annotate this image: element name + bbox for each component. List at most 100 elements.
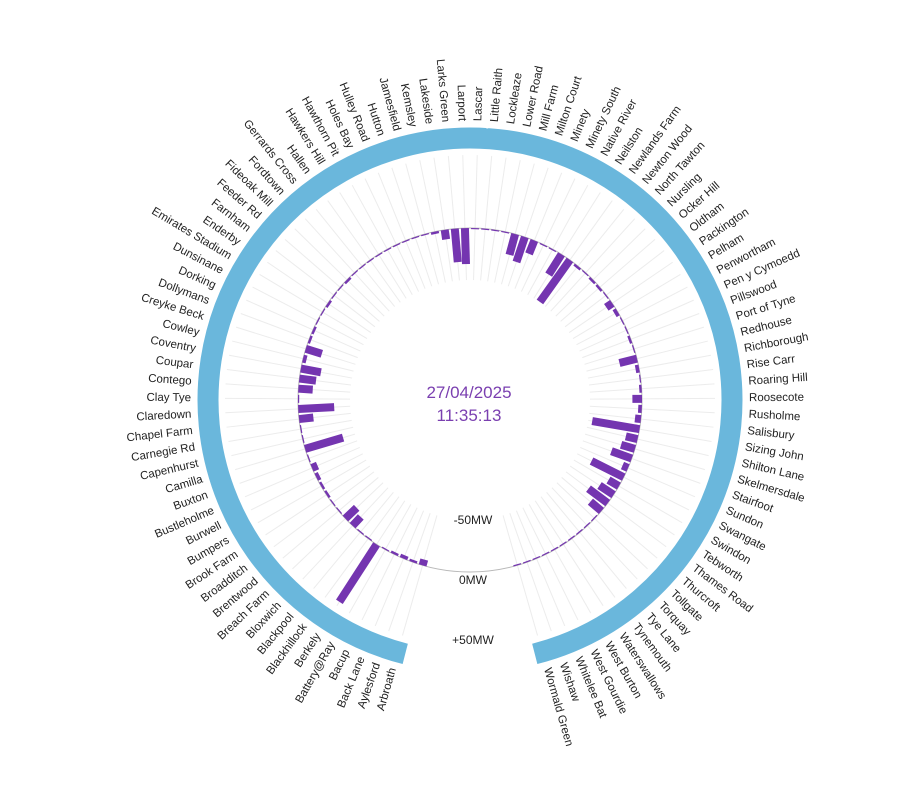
gridline-wormald-green: [502, 515, 539, 636]
scale-label-zero: 0MW: [459, 573, 488, 587]
bar-dorking: [311, 326, 317, 335]
gridline-aylesford: [388, 513, 431, 632]
bar-bloxwich: [349, 514, 364, 529]
gridline-battery-ray: [348, 504, 412, 614]
gridline-lakeside: [433, 157, 453, 282]
site-label-rise-carr: Rise Carr: [746, 353, 796, 371]
site-label-lockleaze: Lockleaze: [505, 72, 524, 125]
gridline-tollgate: [556, 482, 648, 570]
bar-enderby: [325, 299, 332, 308]
gridline-fordtown: [304, 218, 390, 312]
bar-coupar: [298, 374, 317, 385]
site-label-chapel-farm: Chapel Farm: [126, 425, 193, 444]
gridline-north-tawton: [550, 218, 636, 312]
bar-breach-farm: [342, 504, 360, 522]
bar-ocker-hill: [595, 284, 603, 292]
gridline-neilston: [533, 192, 601, 299]
bar-larport: [460, 227, 470, 265]
bar-camilla: [303, 433, 345, 453]
bar-bumpers: [319, 481, 326, 490]
bar-mill-farm: [505, 232, 520, 256]
bar-waterswallows: [559, 541, 567, 547]
battery-band-label: Battery: [454, 115, 492, 129]
bar-back-lane: [399, 553, 409, 561]
bar-blackhillock: [364, 535, 373, 542]
gridline-thurcroft: [561, 477, 658, 559]
gridline-kemsley: [419, 160, 446, 283]
bar-contego: [298, 384, 314, 394]
gridline-packington: [568, 261, 673, 333]
gridline-hallen: [327, 200, 401, 303]
bar-brook-farm: [324, 490, 331, 499]
bar-tynemouth: [567, 535, 576, 542]
bar-thurcroft: [587, 498, 604, 515]
gridline-carnegie-rd: [228, 419, 352, 442]
bar-native-river: [548, 247, 557, 253]
site-label-salisbury: Salisbury: [747, 425, 796, 442]
gridline-hulley-road: [377, 172, 426, 289]
site-label-roaring-hill: Roaring Hill: [748, 372, 808, 388]
bar-penwortham: [619, 317, 625, 325]
gridline-mill-farm: [501, 163, 535, 285]
gridline-native-river: [527, 184, 589, 296]
gridline-newton-wood: [544, 208, 625, 307]
bar-hawkers-hill: [375, 252, 383, 258]
bar-larks-green: [450, 228, 462, 263]
bar-redhouse: [618, 354, 638, 367]
gridline-broadditch: [273, 471, 375, 548]
bar-fordtown: [351, 270, 359, 277]
gridline-tynemouth: [540, 496, 616, 598]
site-label-cowley: Cowley: [161, 318, 201, 339]
bar-battery-ray: [381, 546, 390, 552]
gridline-enderby: [267, 261, 372, 333]
bar-tollgate: [590, 514, 598, 522]
gridline-ocker-hill: [560, 238, 656, 322]
bar-nursling: [588, 276, 596, 285]
bar-swangate: [589, 457, 626, 481]
gridline-lascar: [473, 155, 478, 281]
bar-west-burton: [550, 546, 559, 552]
gridline-dollymans: [240, 313, 358, 359]
site-label-contego: Contego: [148, 373, 192, 388]
bar-newton-wood: [573, 263, 582, 271]
gridline-minety-south: [520, 178, 576, 292]
gridline-breach-farm: [292, 482, 384, 570]
gridline-jamesfield: [405, 163, 439, 285]
bar-broadditch: [329, 499, 336, 507]
center-date: 27/04/2025: [426, 383, 511, 402]
bar-holes-bay: [392, 242, 401, 248]
bar-minety: [525, 239, 539, 256]
gridline-rise-carr: [589, 368, 714, 386]
gridline-brentwood: [282, 477, 379, 559]
bar-bustleholme: [310, 461, 320, 472]
gridline-bumpers: [257, 459, 367, 524]
gridline-west-burton: [528, 504, 592, 614]
bar-hallen: [366, 257, 375, 264]
bar-lakeside: [440, 229, 451, 240]
gridline-waterswallows: [534, 500, 604, 606]
gridline-brook-farm: [265, 465, 371, 536]
gridline-skelmersdale: [584, 433, 706, 471]
gridline-gerrards-cross: [315, 208, 396, 307]
bar-bacup: [390, 550, 399, 557]
bar-gerrards-cross: [358, 263, 366, 270]
bar-oldham: [602, 291, 609, 299]
gridline-fideoak-mill: [294, 228, 385, 317]
site-label-rusholme: Rusholme: [748, 409, 800, 424]
gridline-bloxwich: [302, 487, 389, 580]
bar-brentwood: [336, 507, 343, 515]
gridline-bustleholme: [244, 446, 360, 498]
bar-swindon: [606, 476, 621, 490]
scale-label-minus50: -50MW: [454, 513, 493, 527]
bar-newlands-farm: [536, 257, 574, 305]
gridline-chapel-farm: [226, 412, 351, 428]
bar-aylesford: [409, 558, 418, 564]
gridline-roosecote: [589, 397, 715, 400]
gridline-pen-y-cymoedd: [579, 299, 694, 352]
gridline-salisbury: [589, 412, 714, 428]
gridline-rusholme: [589, 405, 715, 414]
bar-skelmersdale: [619, 440, 637, 453]
battery-band-arc: [197, 127, 743, 665]
gridline-farnham: [275, 250, 376, 328]
bar-salisbury: [634, 414, 642, 424]
